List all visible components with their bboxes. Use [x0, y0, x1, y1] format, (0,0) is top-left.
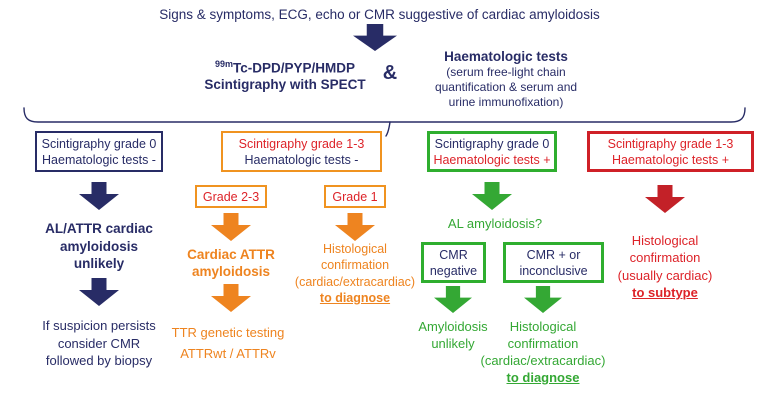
box-line: Grade 1 — [332, 189, 378, 204]
text-line: urine immunofixation) — [448, 95, 564, 109]
down-arrow-icon — [645, 185, 685, 213]
box-scint0-haem-positive: Scintigraphy grade 0 Haematologic tests … — [427, 131, 557, 172]
text-line: (cardiac/extracardiac) — [480, 353, 606, 368]
box-scint13-haem-positive: Scintigraphy grade 1-3 Haematologic test… — [587, 131, 754, 172]
text-line: unlikely — [431, 336, 475, 351]
scintigraphy-line1-text: Tc-DPD/PYP/HMDP — [233, 60, 356, 76]
col1-outcome: AL/ATTR cardiac amyloidosis unlikely — [24, 220, 174, 273]
ampersand: & — [382, 62, 398, 84]
grade-1-box: Grade 1 — [324, 185, 386, 208]
text-line: amyloidosis — [59, 238, 139, 254]
cmr-negative-outcome: Amyloidosis unlikely — [400, 318, 506, 352]
text-line: (usually cardiac) — [617, 267, 713, 283]
box-line: CMR + or — [526, 247, 581, 262]
scintigraphy-heading: 99mTc-DPD/PYP/HMDP Scintigraphy with SPE… — [165, 56, 405, 93]
brace — [23, 107, 746, 137]
isotope-superscript: 99m — [214, 59, 233, 69]
down-arrow-icon — [434, 286, 472, 313]
text-line: If suspicion persists — [42, 318, 156, 333]
text-line: Histological — [509, 319, 577, 334]
box-line: Haematologic tests + — [433, 152, 551, 167]
cmr-negative-box: CMR negative — [421, 242, 486, 283]
text-line: confirmation — [629, 250, 701, 266]
box-line: Scintigraphy grade 1-3 — [238, 136, 365, 151]
box-line: Haematologic tests - — [244, 152, 359, 167]
down-arrow-icon — [79, 182, 119, 210]
box-line: Scintigraphy grade 0 — [41, 136, 157, 151]
box-line: Haematologic tests - — [42, 152, 156, 167]
text-line: quantification & serum and — [434, 80, 578, 94]
scintigraphy-line2: Scintigraphy with SPECT — [204, 76, 366, 92]
box-line: Scintigraphy grade 1-3 — [607, 136, 734, 151]
box-line: inconclusive — [519, 263, 588, 278]
down-arrow-icon — [79, 278, 119, 306]
down-arrow-icon — [353, 24, 397, 51]
text-line: TTR genetic testing — [171, 325, 285, 340]
down-arrow-icon — [211, 284, 251, 312]
grade23-outcome: Cardiac ATTR amyloidosis — [161, 246, 301, 280]
cmr-positive-box: CMR + or inconclusive — [503, 242, 604, 283]
cmr-positive-outcome: Histological confirmation (cardiac/extra… — [471, 318, 615, 386]
box-line: Haematologic tests + — [611, 152, 730, 167]
grade-2-3-box: Grade 2-3 — [195, 185, 267, 208]
down-arrow-icon — [211, 213, 251, 241]
text-line: amyloidosis — [191, 264, 271, 279]
text-line-emphasis: to diagnose — [506, 370, 580, 385]
haematologic-detail: (serum free-light chain quantification &… — [400, 65, 612, 110]
text-line: unlikely — [73, 256, 125, 271]
text-line: Amyloidosis — [418, 319, 488, 334]
scintigraphy-line1: 99mTc-DPD/PYP/HMDP — [165, 56, 405, 77]
page-title: Signs & symptoms, ECG, echo or CMR sugge… — [159, 7, 600, 22]
box-line: CMR — [439, 247, 468, 262]
text-line: confirmation — [507, 336, 579, 351]
col4-outcome: Histological confirmation (usually cardi… — [595, 232, 735, 301]
text-line: (serum free-light chain — [446, 65, 566, 79]
text-line: consider CMR — [57, 335, 141, 351]
col1-followup: If suspicion persists consider CMR follo… — [19, 317, 179, 370]
grade23-followup: TTR genetic testing ATTRwt / ATTRv — [143, 322, 313, 364]
al-amyloidosis-question: AL amyloidosis? — [447, 216, 543, 231]
down-arrow-icon — [524, 286, 562, 313]
text-line: followed by biopsy — [45, 353, 153, 368]
box-line: negative — [429, 263, 478, 278]
text-line: Histological — [323, 242, 387, 256]
box-line: Grade 2-3 — [202, 189, 260, 204]
text-line: AL/ATTR cardiac — [45, 221, 153, 236]
down-arrow-icon — [472, 182, 512, 210]
text-line: confirmation — [320, 258, 390, 273]
box-scint0-haem-negative: Scintigraphy grade 0 Haematologic tests … — [35, 131, 163, 172]
haematologic-heading: Haematologic tests (serum free-light cha… — [400, 49, 612, 110]
box-line: Scintigraphy grade 0 — [434, 136, 550, 151]
text-line: (cardiac/extracardiac) — [294, 274, 416, 289]
grade1-outcome: Histological confirmation (cardiac/extra… — [285, 241, 425, 306]
down-arrow-icon — [335, 213, 375, 241]
text-line-emphasis: to diagnose — [319, 290, 391, 305]
text-line: Histological — [631, 233, 699, 248]
haematologic-title: Haematologic tests — [444, 49, 568, 64]
text-line-emphasis: to subtype — [632, 284, 698, 300]
box-scint13-haem-negative: Scintigraphy grade 1-3 Haematologic test… — [221, 131, 382, 172]
text-line: Cardiac ATTR — [187, 247, 275, 262]
text-line: ATTRwt / ATTRv — [180, 346, 276, 361]
